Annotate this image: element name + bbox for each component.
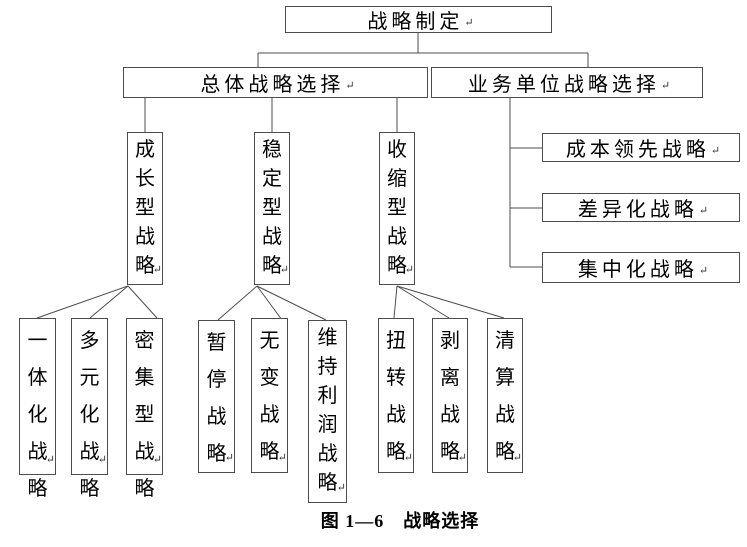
diversification-strategy-box: 多元化战略 ↵ — [71, 318, 108, 500]
no-change-strategy-box: 无变战略 ↵ — [251, 318, 288, 473]
liquidation-strategy-label: 清算战略 — [495, 330, 515, 463]
line-break-mark: ↵ — [710, 145, 721, 157]
growth-strategy-label: 成长型战略 — [135, 139, 155, 277]
line-break-mark: ↵ — [279, 264, 289, 276]
overall-strategy-selection-label: 总体战略选择 — [200, 74, 345, 96]
focus-strategy-box: 集中化战略↵ — [542, 252, 740, 283]
maintain-profit-strategy-label: 维持利润战略 — [317, 327, 338, 494]
line-break-mark: ↵ — [660, 80, 671, 92]
line-break-mark: ↵ — [698, 205, 709, 217]
line-break-mark: ↵ — [404, 264, 414, 276]
divestiture-strategy-label: 剥离战略 — [440, 330, 460, 463]
intensive-strategy-label: 密集型战略 — [134, 330, 155, 500]
divestiture-strategy-box: 剥离战略 ↵ — [432, 318, 468, 473]
differentiation-strategy-box: 差异化战略↵ — [542, 193, 740, 222]
strategy-formulation-box: 战略制定↵ — [285, 6, 552, 33]
diversification-strategy-label: 多元化战略 — [79, 330, 100, 500]
stability-strategy-label: 稳定型战略 — [262, 139, 282, 277]
differentiation-strategy-label: 差异化战略 — [577, 199, 698, 221]
business-unit-strategy-selection-box: 业务单位战略选择↵ — [431, 67, 703, 98]
intensive-strategy-box: 密集型战略 ↵ — [126, 318, 163, 500]
overall-strategy-selection-box: 总体战略选择↵ — [123, 67, 428, 98]
line-break-mark: ↵ — [152, 454, 162, 466]
figure-caption: 图 1—6 战略选择 — [320, 511, 480, 531]
growth-strategy-box: 成长型战略 ↵ — [127, 132, 163, 285]
strategy-formulation-label: 战略制定 — [367, 11, 464, 33]
turnaround-strategy-label: 扭转战略 — [386, 330, 406, 463]
focus-strategy-label: 集中化战略 — [577, 259, 698, 281]
integration-strategy-label: 一体化战略 — [27, 330, 48, 500]
line-break-mark: ↵ — [224, 452, 234, 464]
maintain-profit-strategy-box: 维持利润战略 ↵ — [308, 320, 347, 503]
line-break-mark: ↵ — [152, 264, 162, 276]
integration-strategy-box: 一体化战略 ↵ — [19, 318, 56, 500]
line-break-mark: ↵ — [698, 265, 709, 277]
no-change-strategy-label: 无变战略 — [259, 330, 280, 463]
line-break-mark: ↵ — [97, 454, 107, 466]
retrenchment-strategy-box: 收缩型战略 ↵ — [379, 132, 415, 285]
stability-strategy-box: 稳定型战略 ↵ — [254, 132, 290, 285]
pause-strategy-box: 暂停战略 ↵ — [198, 320, 235, 473]
line-break-mark: ↵ — [345, 80, 355, 92]
liquidation-strategy-box: 清算战略 ↵ — [487, 318, 523, 473]
line-break-mark: ↵ — [464, 17, 474, 29]
line-break-mark: ↵ — [512, 452, 522, 464]
cost-leadership-strategy-box: 成本领先战略↵ — [542, 133, 740, 162]
line-break-mark: ↵ — [45, 454, 55, 466]
turnaround-strategy-box: 扭转战略 ↵ — [378, 318, 414, 473]
line-break-mark: ↵ — [403, 452, 413, 464]
line-break-mark: ↵ — [277, 452, 287, 464]
line-break-mark: ↵ — [457, 452, 467, 464]
cost-leadership-strategy-label: 成本领先战略 — [565, 139, 710, 161]
retrenchment-strategy-label: 收缩型战略 — [387, 139, 407, 277]
business-unit-strategy-selection-label: 业务单位战略选择 — [467, 74, 660, 96]
pause-strategy-label: 暂停战略 — [206, 332, 227, 465]
line-break-mark: ↵ — [336, 482, 346, 494]
